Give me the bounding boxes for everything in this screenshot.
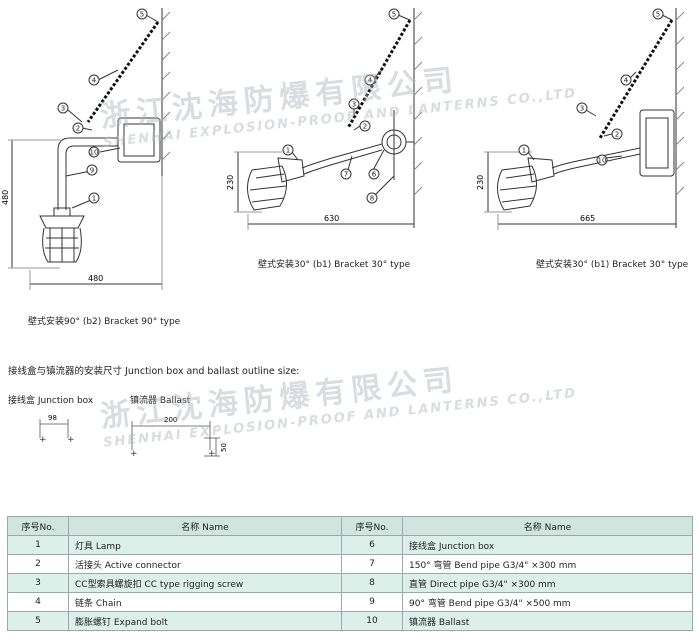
callout-2: 2 <box>363 123 367 131</box>
caption-bracket-30-b: 壁式安装30° (b1) Bracket 30° type <box>536 260 689 270</box>
dimension-width: 480 <box>88 274 103 283</box>
table-row: 4 链条 Chain 9 90° 弯管 Bend pipe G3/4" ×500… <box>7 592 693 612</box>
table-row: 5 膨胀螺钉 Expand bolt 10 镇流器 Ballast <box>7 611 693 631</box>
svg-text:+: + <box>67 435 75 445</box>
header-no-1: 序号No. <box>7 516 69 536</box>
callout-3: 3 <box>61 105 65 113</box>
callout-3: 3 <box>352 101 356 109</box>
caption-bracket-90: 壁式安装90° (b2) Bracket 90° type <box>28 317 181 327</box>
junction-box-label: 接线盒 Junction box <box>8 396 94 406</box>
watermark-middle: 浙江沈海防爆有限公司 SHENHAI EXPLOSION-PROOF AND L… <box>98 362 578 451</box>
figure-bracket-30-a: 5 4 3 2 1 7 6 8 230 630 <box>226 8 423 230</box>
header-no-2: 序号No. <box>341 516 403 536</box>
ballast-width-dimension: 200 <box>164 416 177 424</box>
ballast-label: 镇流器 Ballast <box>130 396 191 406</box>
header-name-2: 名称 Name <box>402 516 693 536</box>
mounting-dimension-diagram: + + + + 98 200 50 <box>39 414 228 459</box>
dimension-height: 230 <box>226 175 235 190</box>
table-row: 3 CC型索具螺旋扣 CC type rigging screw 8 直管 Di… <box>7 573 693 593</box>
dimension-width: 665 <box>580 214 595 223</box>
callout-1: 1 <box>286 147 290 155</box>
callout-5: 5 <box>140 11 144 19</box>
callout-6: 6 <box>372 171 377 179</box>
svg-text:+: + <box>39 435 47 445</box>
callout-4: 4 <box>92 77 97 85</box>
junction-dimension: 98 <box>48 414 57 422</box>
svg-text:+: + <box>130 449 138 459</box>
callout-2: 2 <box>615 131 619 139</box>
dimension-width: 630 <box>324 214 339 223</box>
callout-2: 2 <box>76 125 80 133</box>
callout-8: 8 <box>370 195 374 203</box>
dimension-height: 230 <box>476 175 485 190</box>
callout-4: 4 <box>368 77 373 85</box>
figure-bracket-90: 5 4 3 2 10 9 1 480 480 <box>1 8 171 290</box>
callout-9: 9 <box>90 167 94 175</box>
header-name-1: 名称 Name <box>68 516 342 536</box>
callout-5: 5 <box>392 11 396 19</box>
table-row: 2 活接头 Active connector 7 150° 弯管 Bend pi… <box>7 554 693 574</box>
table-row: 1 灯具 Lamp 6 接线盒 Junction box <box>7 535 693 555</box>
callout-4: 4 <box>624 77 629 85</box>
callout-7: 7 <box>344 171 348 179</box>
section-title: 接线盒与镇流器的安装尺寸 Junction box and ballast ou… <box>8 366 300 377</box>
callout-1: 1 <box>92 195 96 203</box>
callout-10: 10 <box>90 149 99 157</box>
parts-table: 序号No. 名称 Name 序号No. 名称 Name 1 灯具 Lamp 6 … <box>7 516 693 631</box>
figure-bracket-30-b: 5 4 3 2 1 10 230 665 <box>476 8 685 230</box>
caption-bracket-30-a: 壁式安装30° (b1) Bracket 30° type <box>258 260 411 270</box>
ballast-height-dimension: 50 <box>220 443 228 452</box>
callout-10: 10 <box>598 157 607 165</box>
table-header-row: 序号No. 名称 Name 序号No. 名称 Name <box>7 516 693 536</box>
svg-text:+: + <box>208 449 216 459</box>
callout-5: 5 <box>656 11 660 19</box>
callout-3: 3 <box>580 105 584 113</box>
dimension-height: 480 <box>1 190 10 205</box>
callout-1: 1 <box>522 147 526 155</box>
